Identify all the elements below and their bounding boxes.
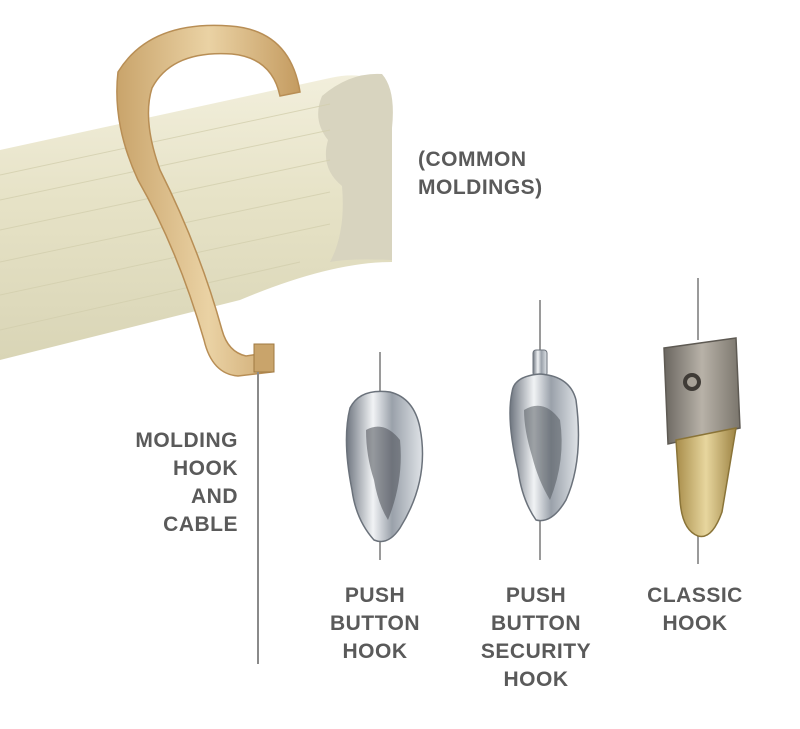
- molding-hook-line-4: CABLE: [163, 513, 238, 536]
- molding-hook-label: MOLDING HOOK AND CABLE: [100, 427, 238, 539]
- classic-hook-label: CLASSIC HOOK: [630, 582, 760, 638]
- push-button-security-hook-label: PUSH BUTTON SECURITY HOOK: [466, 582, 606, 694]
- push-button-line-2: BUTTON: [329, 612, 421, 635]
- common-moldings-label: (COMMON MOLDINGS): [418, 146, 543, 202]
- push-button-security-hook: [509, 300, 580, 560]
- push-button-hook-label: PUSH BUTTON HOOK: [310, 582, 440, 666]
- molding-hook-line-2: HOOK: [173, 457, 238, 480]
- classic-line-1: CLASSIC: [647, 584, 743, 607]
- classic-hook: [663, 278, 741, 564]
- classic-line-2: HOOK: [662, 612, 728, 635]
- security-line-4: HOOK: [503, 668, 569, 691]
- push-button-hook: [345, 352, 424, 560]
- push-button-line-3: HOOK: [342, 640, 408, 663]
- security-line-3: SECURITY: [480, 640, 592, 663]
- common-moldings-line-2: MOLDINGS): [418, 176, 543, 199]
- molding-hook-line-3: AND: [191, 485, 238, 508]
- security-line-2: BUTTON: [490, 612, 582, 635]
- molding-hook: [116, 24, 301, 377]
- push-button-line-1: PUSH: [344, 584, 406, 607]
- molding-hook-line-1: MOLDING: [135, 429, 238, 452]
- common-moldings-line-1: (COMMON: [418, 148, 527, 171]
- security-line-1: PUSH: [505, 584, 567, 607]
